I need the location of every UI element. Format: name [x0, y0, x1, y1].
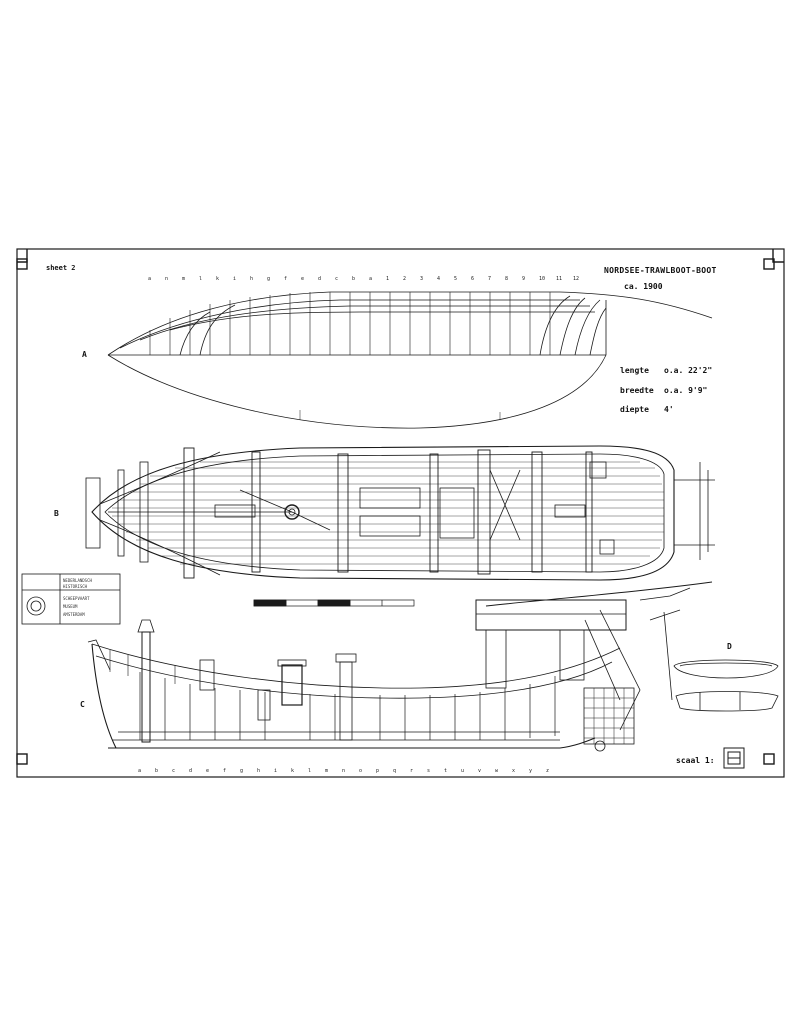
station-label: o [359, 768, 362, 774]
station-label: g [267, 276, 270, 282]
station-label: d [189, 768, 192, 774]
station-label: m [325, 768, 328, 774]
title-block [21, 573, 121, 625]
station-label: t [444, 768, 447, 774]
deck-plan-view [85, 445, 715, 581]
station-label: n [165, 276, 168, 282]
station-label: y [529, 768, 532, 774]
station-label: h [257, 768, 260, 774]
station-label: d [318, 276, 321, 282]
view-label-detail: D [727, 642, 732, 651]
title-block-row: NEDERLANDSCH [63, 578, 92, 583]
station-label: 9 [522, 276, 525, 282]
station-label: 6 [471, 276, 474, 282]
title-block-row: MUSEUM [63, 604, 78, 609]
station-label: 10 [539, 276, 545, 282]
view-label-profile: C [80, 700, 85, 709]
station-label: 2 [403, 276, 406, 282]
station-label: f [223, 768, 226, 774]
station-label: e [301, 276, 304, 282]
station-label: e [206, 768, 209, 774]
station-label: a [138, 768, 141, 774]
station-label: 7 [488, 276, 491, 282]
detail-view [673, 659, 779, 712]
station-label: l [308, 768, 311, 774]
title-block-row: HISTORISCH [63, 584, 88, 589]
corner-registration-mark-icon [16, 249, 784, 765]
sheet-border [16, 248, 785, 778]
station-label: i [233, 276, 236, 282]
station-label: 5 [454, 276, 457, 282]
station-label: b [155, 768, 158, 774]
station-label: f [284, 276, 287, 282]
station-label: c [172, 768, 175, 774]
title-block-row: SCHEEPVAART [63, 596, 90, 601]
station-label: h [250, 276, 253, 282]
station-label: g [240, 768, 243, 774]
scale-text: scaal 1: [676, 756, 715, 765]
station-label: w [495, 768, 499, 774]
museum-stamp-icon [26, 596, 46, 616]
scale-bar [253, 599, 415, 607]
station-label: 4 [437, 276, 440, 282]
station-label: c [335, 276, 338, 282]
station-label: z [546, 768, 549, 774]
profile-view [87, 581, 713, 752]
drawing-subtitle: ca. 1900 [624, 282, 663, 291]
station-label: 3 [420, 276, 423, 282]
station-label: r [410, 768, 413, 774]
station-label: k [216, 276, 219, 282]
scale-stamp-icon [723, 747, 745, 769]
lines-plan-view [107, 291, 713, 429]
station-label: k [291, 768, 294, 774]
station-label: a [369, 276, 372, 282]
station-label: q [393, 768, 396, 774]
station-label: b [352, 276, 355, 282]
station-label: l [199, 276, 202, 282]
station-label: a [148, 276, 151, 282]
station-label: x [512, 768, 515, 774]
view-label-lines: A [82, 350, 87, 359]
drawing-title: NORDSEE-TRAWLBOOT-BOOT [604, 266, 717, 275]
station-label: 1 [386, 276, 389, 282]
station-label: m [182, 276, 185, 282]
station-label: i [274, 768, 277, 774]
station-label: 12 [573, 276, 579, 282]
station-label: p [376, 768, 379, 774]
sheet-number: sheet 2 [46, 264, 76, 272]
station-label: 11 [556, 276, 562, 282]
station-label: 8 [505, 276, 508, 282]
station-label: u [461, 768, 464, 774]
view-label-deck: B [54, 509, 59, 518]
station-label: v [478, 768, 481, 774]
title-block-row: AMSTERDAM [63, 612, 85, 617]
station-label: s [427, 768, 430, 774]
station-label: n [342, 768, 345, 774]
